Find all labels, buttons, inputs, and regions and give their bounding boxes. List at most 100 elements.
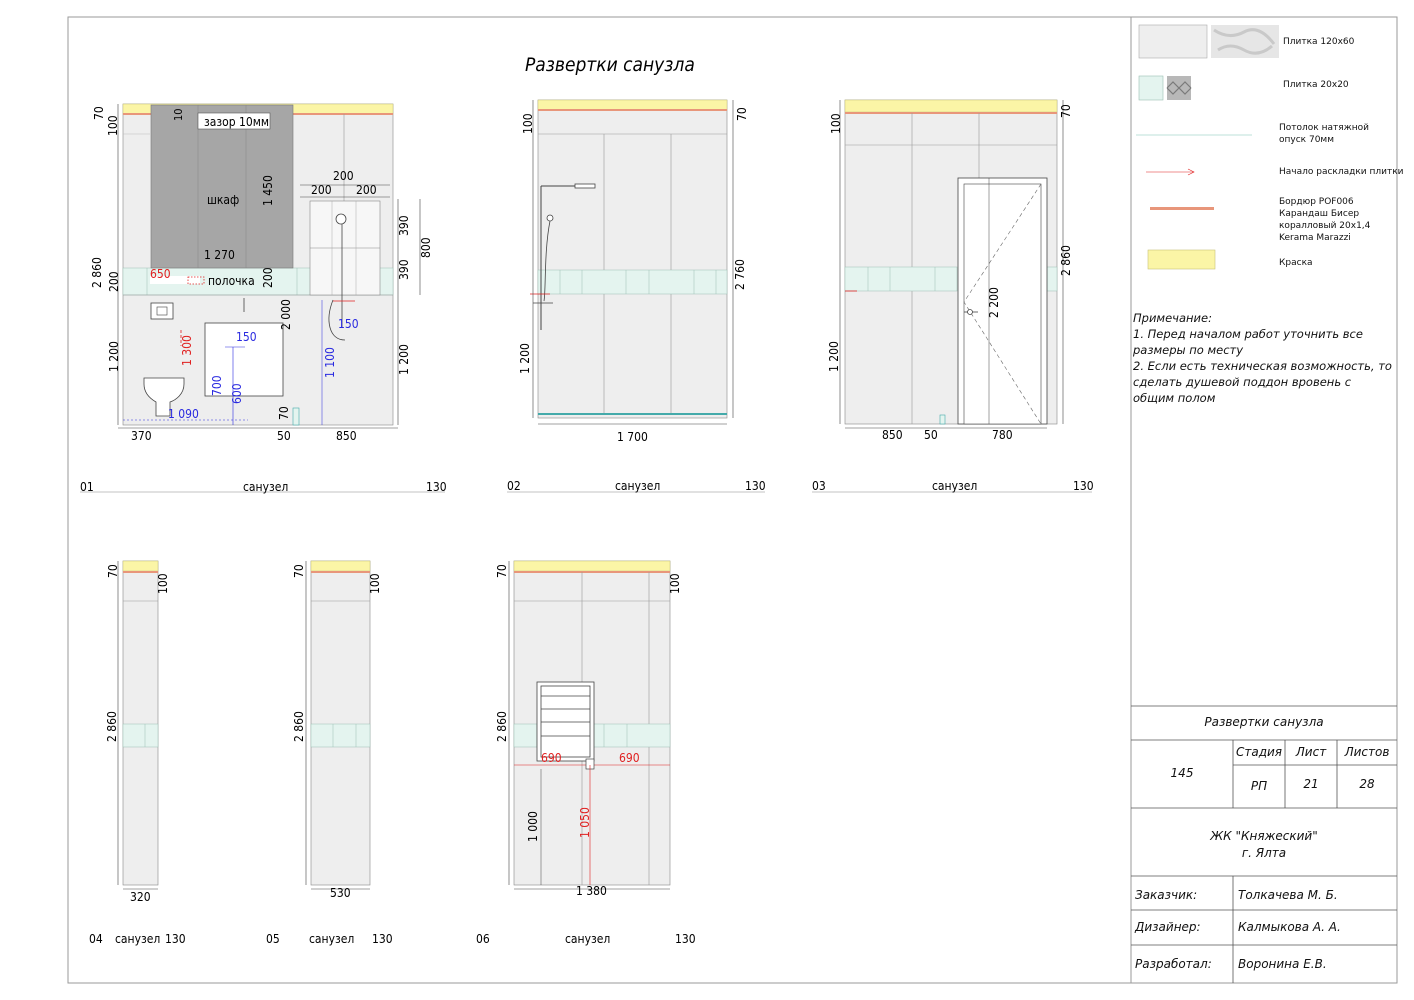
dim-70: 70 xyxy=(106,564,120,578)
dim-2000: 2 000 xyxy=(279,299,293,330)
dim-200-c: 200 xyxy=(311,183,332,197)
dim-1200-a: 1 200 xyxy=(107,341,121,372)
view-number: 06 xyxy=(476,932,490,946)
view-05: 70 100 2 860 530 05 санузел 130 xyxy=(266,560,393,946)
flush-plate xyxy=(150,302,174,320)
legend-label-start: Начало раскладки плитки xyxy=(1279,167,1404,177)
shelf-label: полочка xyxy=(208,274,255,288)
dim-1100: 1 100 xyxy=(323,347,337,378)
dim-150-a: 150 xyxy=(236,330,257,344)
dim-1200: 1 200 xyxy=(518,343,532,374)
view-02: 100 70 2 760 1 200 1 700 02 санузел 130 xyxy=(507,99,766,493)
dim-10: 10 xyxy=(172,108,185,121)
dim-700: 700 xyxy=(210,375,224,396)
title-block xyxy=(1131,705,1397,983)
dim-50: 50 xyxy=(924,428,938,442)
dim-850: 850 xyxy=(882,428,903,442)
view-height: 130 xyxy=(675,932,696,946)
dim-1300: 1 300 xyxy=(180,335,194,366)
dim-70: 70 xyxy=(495,564,509,578)
dim-1090: 1 090 xyxy=(168,407,199,421)
note-item: 1. Перед началом работ уточнить все разм… xyxy=(1133,327,1363,357)
dim-370: 370 xyxy=(131,429,152,443)
cabinet-label: шкаф xyxy=(207,193,239,207)
view-height: 130 xyxy=(426,480,447,494)
view-number: 04 xyxy=(89,932,103,946)
dim-70-b: 70 xyxy=(277,406,291,420)
view-room: санузел xyxy=(243,480,288,494)
view-number: 05 xyxy=(266,932,280,946)
dim-1270: 1 270 xyxy=(204,248,235,262)
dim-100: 100 xyxy=(668,573,682,594)
stamp-designer-label: Дизайнер: xyxy=(1135,920,1201,934)
stamp-customer-label: Заказчик: xyxy=(1135,888,1198,902)
stamp-sheet-label: Лист xyxy=(1295,745,1327,759)
dim-1700: 1 700 xyxy=(617,430,648,444)
dim-2860: 2 860 xyxy=(105,711,119,742)
dim-200-b: 200 xyxy=(333,169,354,183)
drawing-title: Развертки санузла xyxy=(525,54,695,76)
dim-1450: 1 450 xyxy=(261,175,275,206)
view-height: 130 xyxy=(372,932,393,946)
legend-label-tile-small: Плитка 20х20 xyxy=(1283,80,1349,90)
view-room: санузел xyxy=(309,932,354,946)
dim-2200: 2 200 xyxy=(987,287,1001,318)
dim-650: 650 xyxy=(150,267,171,281)
dim-2860: 2 860 xyxy=(90,257,104,288)
dim-200-d: 200 xyxy=(356,183,377,197)
dim-530: 530 xyxy=(330,886,351,900)
dim-70: 70 xyxy=(292,564,306,578)
view-06: 690 690 1 050 1 000 70 100 2 860 1 380 0… xyxy=(476,560,696,946)
dim-390-a: 390 xyxy=(397,215,411,236)
gap-label: зазор 10мм xyxy=(204,115,269,129)
stamp-project-line2: г. Ялта xyxy=(1241,846,1287,860)
view-room: санузел xyxy=(932,479,977,493)
dim-320: 320 xyxy=(130,890,151,904)
dim-690-b: 690 xyxy=(619,751,640,765)
view-number: 03 xyxy=(812,479,826,493)
legend-swatch-tile-large xyxy=(1138,24,1208,59)
dim-2760: 2 760 xyxy=(733,259,747,290)
stamp-customer: Толкачева М. Б. xyxy=(1238,888,1338,902)
dim-200-e: 200 xyxy=(107,271,121,292)
legend-label-paint: Краска xyxy=(1279,258,1313,268)
stamp-project-line1: ЖК "Княжеский" xyxy=(1210,829,1318,843)
view-room: санузел xyxy=(565,932,610,946)
view-room: санузел xyxy=(115,932,160,946)
dim-100: 100 xyxy=(368,573,382,594)
dim-100: 100 xyxy=(829,113,843,134)
stamp-developer: Воронина Е.В. xyxy=(1238,957,1327,971)
stamp-sheet-title: Развертки санузла xyxy=(1204,715,1324,729)
stamp-designer: Калмыкова А. А. xyxy=(1238,920,1341,934)
dim-70: 70 xyxy=(1059,104,1073,118)
legend-arrow-icon xyxy=(1146,168,1195,176)
dim-850: 850 xyxy=(336,429,357,443)
dim-100: 100 xyxy=(156,573,170,594)
view-number: 02 xyxy=(507,479,521,493)
dim-100: 100 xyxy=(521,113,535,134)
dim-150-b: 150 xyxy=(338,317,359,331)
view-number: 01 xyxy=(80,480,94,494)
legend-label-border: Бордюр POF006 Карандаш Бисер коралловый … xyxy=(1279,197,1371,243)
towel-dryer xyxy=(536,681,595,762)
legend-label-ceiling: Потолок натяжной опуск 70мм xyxy=(1279,123,1369,145)
legend xyxy=(1136,24,1279,270)
stamp-code: 145 xyxy=(1170,766,1194,780)
sheet-frame xyxy=(67,16,1398,984)
stamp-sheets: 28 xyxy=(1359,777,1375,791)
dim-70: 70 xyxy=(735,107,749,121)
dim-1000: 1 000 xyxy=(526,811,540,842)
stamp-sheets-label: Листов xyxy=(1344,745,1390,759)
dim-780: 780 xyxy=(992,428,1013,442)
shelf-icon xyxy=(187,276,205,285)
view-height: 130 xyxy=(745,479,766,493)
shower-hose xyxy=(328,299,346,341)
dim-1200: 1 200 xyxy=(827,341,841,372)
dim-2860: 2 860 xyxy=(1059,245,1073,276)
legend-swatch-tile-small xyxy=(1138,75,1164,101)
view-01: зазор 10мм шкаф 10 1 450 1 270 полочка 6… xyxy=(80,103,447,494)
legend-swatch-paint xyxy=(1147,249,1216,270)
stamp-stage-label: Стадия xyxy=(1235,745,1283,759)
stamp-stage: РП xyxy=(1250,779,1268,793)
dim-1380: 1 380 xyxy=(576,884,607,898)
